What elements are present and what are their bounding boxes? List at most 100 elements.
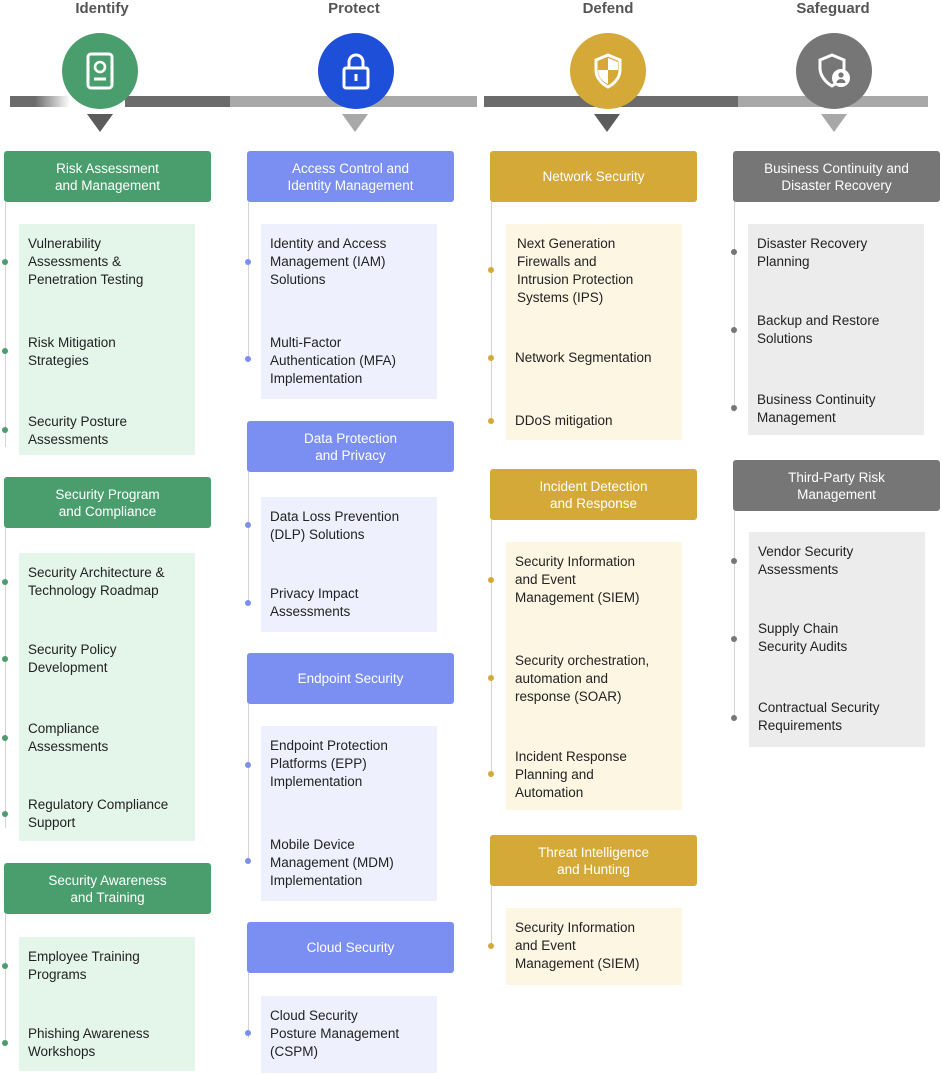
items-panel: Endpoint Protection Platforms (EPP) Impl…: [261, 726, 437, 901]
connector-line: [734, 202, 735, 412]
group-heading: Risk Assessment and Management: [4, 151, 211, 202]
bullet-dot: [488, 943, 494, 949]
down-arrow-icon: [87, 114, 113, 132]
bullet-dot: [2, 656, 8, 662]
timeline-bar-segment: [35, 96, 70, 107]
group-heading: Threat Intelligence and Hunting: [490, 835, 697, 886]
connector-line: [734, 511, 735, 721]
list-item: Vendor Security Assessments: [758, 544, 854, 577]
list-item: Security Information and Event Managemen…: [515, 920, 640, 971]
bullet-dot: [245, 858, 251, 864]
connector-line: [491, 886, 492, 946]
bullet-dot: [2, 735, 8, 741]
list-item: Mobile Device Management (MDM) Implement…: [270, 837, 394, 888]
timeline-bar-segment: [125, 96, 230, 107]
list-item: Identity and Access Management (IAM) Sol…: [270, 236, 387, 287]
group-heading: Network Security: [490, 151, 697, 202]
items-panel: Employee Training Programs Phishing Awar…: [19, 937, 195, 1071]
shield-icon: [570, 33, 646, 109]
list-item: Business Continuity Management: [757, 392, 876, 425]
bullet-dot: [2, 427, 8, 433]
user-shield-icon: [796, 33, 872, 109]
bullet-dot: [488, 418, 494, 424]
list-item: Security Information and Event Managemen…: [515, 554, 640, 605]
bullet-dot: [245, 522, 251, 528]
bullet-dot: [245, 600, 251, 606]
down-arrow-icon: [821, 114, 847, 132]
list-item: Disaster Recovery Planning: [757, 236, 868, 269]
list-item: Compliance Assessments: [28, 721, 109, 754]
phase-title-identify: Identify: [75, 0, 129, 17]
connector-line: [248, 202, 249, 362]
id-badge-icon: [62, 33, 138, 109]
bullet-dot: [245, 356, 251, 362]
bullet-dot: [488, 267, 494, 273]
bullet-dot: [731, 715, 737, 721]
list-item: Backup and Restore Solutions: [757, 313, 880, 346]
bullet-dot: [2, 579, 8, 585]
bullet-dot: [2, 963, 8, 969]
down-arrow-icon: [342, 114, 368, 132]
items-panel: Next Generation Firewalls and Intrusion …: [506, 224, 682, 440]
bullet-dot: [488, 355, 494, 361]
bullet-dot: [245, 1030, 251, 1036]
items-panel: Vendor Security Assessments Supply Chain…: [749, 532, 925, 747]
bullet-dot: [731, 405, 737, 411]
timeline-bar-segment: [10, 96, 35, 107]
group-heading: Incident Detection and Response: [490, 469, 697, 520]
group-heading: Data Protection and Privacy: [247, 421, 454, 472]
phase-title-safeguard: Safeguard: [796, 0, 870, 17]
list-item: Cloud Security Posture Management (CSPM): [270, 1008, 400, 1059]
bullet-dot: [488, 577, 494, 583]
list-item: Security Architecture & Technology Roadm…: [28, 565, 165, 598]
bullet-dot: [731, 249, 737, 255]
bullet-dot: [488, 675, 494, 681]
list-item: Security Posture Assessments: [28, 414, 128, 447]
group-heading: Cloud Security: [247, 922, 454, 973]
phase-title-protect: Protect: [328, 0, 380, 17]
list-item: Multi-Factor Authentication (MFA) Implem…: [270, 335, 397, 386]
items-panel: Security Information and Event Managemen…: [506, 908, 682, 985]
bullet-dot: [245, 259, 251, 265]
group-heading: Endpoint Security: [247, 653, 454, 704]
list-item: DDoS mitigation: [515, 413, 613, 428]
bullet-dot: [731, 327, 737, 333]
list-item: Data Loss Prevention (DLP) Solutions: [270, 509, 400, 542]
items-panel: Security Information and Event Managemen…: [506, 542, 682, 810]
bullet-dot: [2, 1040, 8, 1046]
list-item: Endpoint Protection Platforms (EPP) Impl…: [270, 738, 388, 789]
list-item: Risk Mitigation Strategies: [28, 335, 116, 368]
list-item: Incident Response Planning and Automatio…: [515, 749, 627, 800]
list-item: Vulnerability Assessments & Penetration …: [28, 236, 144, 287]
items-panel: Security Architecture & Technology Roadm…: [19, 553, 195, 841]
list-item: Employee Training Programs: [28, 949, 140, 982]
connector-line: [248, 704, 249, 864]
bullet-dot: [2, 348, 8, 354]
connector-line: [491, 202, 492, 424]
connector-line: [5, 528, 6, 828]
list-item: Security orchestration, automation and r…: [515, 653, 650, 704]
list-item: Privacy Impact Assessments: [270, 586, 359, 619]
bullet-dot: [245, 762, 251, 768]
phase-title-defend: Defend: [582, 0, 634, 17]
group-heading: Third-Party Risk Management: [733, 460, 940, 511]
items-panel: Disaster Recovery Planning Backup and Re…: [748, 224, 924, 435]
list-item: Next Generation Firewalls and Intrusion …: [517, 236, 634, 305]
group-heading: Business Continuity and Disaster Recover…: [733, 151, 940, 202]
list-item: Regulatory Compliance Support: [28, 797, 169, 830]
connector-line: [5, 202, 6, 447]
connector-line: [5, 914, 6, 1044]
items-panel: Cloud Security Posture Management (CSPM): [261, 996, 437, 1073]
bullet-dot: [2, 811, 8, 817]
bullet-dot: [488, 771, 494, 777]
bullet-dot: [731, 558, 737, 564]
list-item: Security Policy Development: [28, 642, 117, 675]
connector-line: [248, 472, 249, 602]
items-panel: Vulnerability Assessments & Penetration …: [19, 224, 195, 455]
bullet-dot: [2, 259, 8, 265]
items-panel: Identity and Access Management (IAM) Sol…: [261, 224, 437, 399]
items-panel: Data Loss Prevention (DLP) Solutions Pri…: [261, 497, 437, 632]
list-item: Supply Chain Security Audits: [758, 621, 848, 654]
connector-line: [248, 973, 249, 1038]
group-heading: Access Control and Identity Management: [247, 151, 454, 202]
